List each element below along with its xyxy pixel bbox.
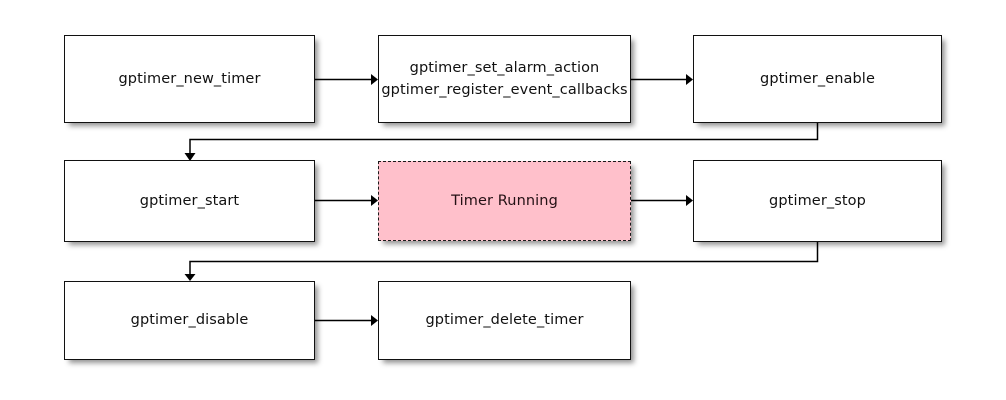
- node-label: gptimer_start: [139, 192, 240, 209]
- node-label-line-2: gptimer_register_event_callbacks: [381, 82, 628, 98]
- node-gptimer-start[interactable]: gptimer_start: [64, 160, 315, 242]
- node-label: gptimer_enable: [760, 70, 875, 87]
- edge-new-timer-to-set-alarm-action: [315, 74, 378, 85]
- node-label: gptimer_new_timer: [118, 70, 261, 87]
- node-label: gptimer_delete_timer: [425, 312, 584, 329]
- edge-start-to-timer-running: [315, 195, 378, 206]
- edge-timer-running-to-stop: [631, 195, 693, 206]
- node-gptimer-disable[interactable]: gptimer_disable: [64, 281, 315, 360]
- node-label: gptimer_disable: [130, 312, 249, 329]
- edge-stop-to-disable: [184, 242, 819, 281]
- node-label: gptimer_stop: [769, 192, 866, 209]
- node-label-line-1: gptimer_set_alarm_action: [409, 59, 600, 76]
- edge-set-alarm-action-to-enable: [631, 74, 693, 85]
- node-gptimer-stop[interactable]: gptimer_stop: [693, 160, 942, 242]
- node-gptimer-set-alarm-action[interactable]: gptimer_set_alarm_action gptimer_registe…: [378, 35, 631, 123]
- node-timer-running-state[interactable]: Timer Running: [378, 161, 631, 241]
- edge-disable-to-delete-timer: [315, 315, 378, 326]
- node-label: Timer Running: [451, 192, 558, 209]
- node-gptimer-new-timer[interactable]: gptimer_new_timer: [64, 35, 315, 123]
- node-gptimer-delete-timer[interactable]: gptimer_delete_timer: [378, 281, 631, 360]
- node-gptimer-enable[interactable]: gptimer_enable: [693, 35, 942, 123]
- edge-enable-to-start: [184, 123, 819, 161]
